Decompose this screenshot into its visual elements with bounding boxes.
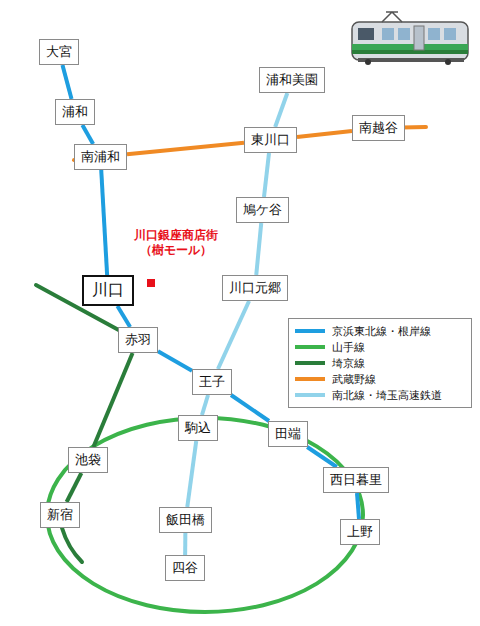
station-name: 赤羽: [125, 331, 151, 349]
station-box: 東川口: [244, 127, 297, 153]
station-box: 川口元郷: [222, 275, 288, 301]
legend-text: 埼京線: [332, 356, 365, 371]
station-box: 四谷: [165, 555, 205, 581]
rail-line: [183, 533, 187, 555]
station-box: 赤羽: [118, 327, 158, 353]
legend-text: 武蔵野線: [332, 372, 376, 387]
legend-row: 埼京線: [295, 355, 465, 371]
station-box: 大宮: [39, 39, 79, 65]
rail-line: [264, 153, 269, 197]
legend-box: 京浜東北線・根岸線山手線埼京線武蔵野線南北線・埼玉高速鉄道: [288, 318, 472, 408]
station-name: 東川口: [251, 131, 290, 149]
rail-line: [62, 65, 71, 99]
station-box: 飯田橋: [159, 507, 212, 533]
station-name: 駒込: [185, 419, 211, 437]
station-box: 上野: [340, 519, 380, 545]
station-name: 川口: [92, 280, 124, 301]
rail-line: [93, 353, 132, 447]
station-box: 西日暮里: [323, 467, 389, 493]
rail-line: [357, 493, 359, 519]
station-name: 四谷: [172, 559, 198, 577]
station-name: 新宿: [47, 506, 73, 524]
loop-line: [47, 418, 363, 612]
rail-line: [202, 395, 208, 415]
station-box: 南越谷: [352, 115, 405, 141]
rail-line: [187, 441, 196, 507]
station-box: 田端: [268, 421, 308, 447]
line-stub: [62, 528, 82, 562]
legend-row: 京浜東北線・根岸線: [295, 323, 465, 339]
station-box: 浦和美園: [259, 67, 325, 93]
rail-line: [67, 473, 82, 502]
station-box: 池袋: [68, 447, 108, 473]
station-name: 西日暮里: [330, 471, 382, 489]
annotation-label: 川口銀座商店街 （樹モール）: [130, 228, 222, 258]
rail-line: [218, 301, 249, 369]
station-box: 駒込: [178, 415, 218, 441]
rail-line: [275, 93, 287, 127]
legend-swatch: [295, 361, 325, 365]
station-box: 新宿: [40, 502, 80, 528]
station-name: 浦和: [62, 103, 88, 121]
legend-swatch: [295, 393, 325, 397]
legend-row: 山手線: [295, 339, 465, 355]
station-name: 池袋: [75, 451, 101, 469]
train-illustration: [352, 12, 468, 65]
legend-swatch: [295, 377, 325, 381]
station-box: 南浦和: [74, 144, 127, 170]
station-name: 南越谷: [359, 119, 398, 137]
station-name: 南浦和: [81, 148, 120, 166]
station-name: 鳩ケ谷: [243, 201, 282, 219]
rail-line: [297, 131, 352, 137]
rail-line: [158, 351, 192, 370]
rail-line: [101, 170, 107, 275]
station-name: 大宮: [46, 43, 72, 61]
station-name: 浦和美園: [266, 71, 318, 89]
station-box: 王子: [192, 369, 232, 395]
station-name: 飯田橋: [166, 511, 205, 529]
station-name: 川口元郷: [229, 279, 281, 297]
rail-line: [231, 395, 269, 421]
rail-line: [127, 143, 244, 155]
station-name: 上野: [347, 523, 373, 541]
station-name: 田端: [275, 425, 301, 443]
legend-text: 南北線・埼玉高速鉄道: [332, 388, 442, 403]
station-box: 浦和: [55, 99, 95, 125]
featured-station-box: 川口: [82, 275, 134, 306]
legend-text: 京浜東北線・根岸線: [332, 324, 431, 339]
legend-swatch: [295, 345, 325, 349]
station-name: 王子: [199, 373, 225, 391]
rail-line: [256, 223, 261, 275]
rail-line: [82, 125, 93, 144]
shop-marker: [147, 279, 155, 287]
rail-line: [117, 306, 130, 327]
rail-line: [307, 447, 337, 467]
legend-row: 南北線・埼玉高速鉄道: [295, 387, 465, 403]
legend-text: 山手線: [332, 340, 365, 355]
legend-row: 武蔵野線: [295, 371, 465, 387]
station-box: 鳩ケ谷: [236, 197, 289, 223]
legend-swatch: [295, 329, 325, 333]
